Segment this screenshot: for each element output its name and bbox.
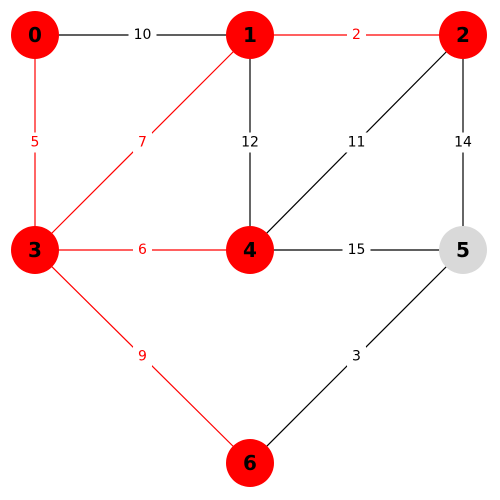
node-circle bbox=[11, 11, 59, 59]
node-circle bbox=[439, 11, 487, 59]
node-circle bbox=[439, 226, 487, 274]
edge-weight-label: 2 bbox=[352, 27, 361, 43]
edge-weight-background bbox=[133, 346, 152, 367]
node-circle bbox=[226, 11, 274, 59]
node-label: 1 bbox=[243, 23, 257, 47]
edge-weight-background bbox=[342, 132, 371, 153]
edge-1-4: 12 bbox=[236, 35, 264, 250]
edge-4-5: 15 bbox=[250, 240, 463, 260]
node-6: 6 bbox=[226, 439, 274, 487]
edge-weight-label: 14 bbox=[454, 135, 472, 151]
edge-weight-background bbox=[236, 132, 264, 153]
edge-weight-label: 5 bbox=[31, 135, 40, 151]
node-circle bbox=[226, 226, 274, 274]
edge-2-4: 11 bbox=[249, 34, 464, 251]
edge-weight-label: 15 bbox=[348, 242, 366, 258]
edge-weight-background bbox=[449, 132, 477, 153]
edge-weight-label: 6 bbox=[138, 242, 147, 258]
node-circle bbox=[11, 226, 59, 274]
edge-weight-background bbox=[133, 240, 152, 260]
node-3: 3 bbox=[11, 226, 59, 274]
node-label: 5 bbox=[456, 238, 470, 262]
edge-weight-background bbox=[25, 132, 45, 153]
edge-2-5: 14 bbox=[449, 35, 477, 250]
edge-3-4: 6 bbox=[35, 240, 250, 260]
edge-0-3: 5 bbox=[25, 35, 45, 250]
edge-1-3: 7 bbox=[34, 34, 251, 251]
edge-weight-label: 12 bbox=[241, 135, 259, 151]
edge-weight-background bbox=[347, 346, 366, 367]
edge-weight-label: 3 bbox=[352, 349, 361, 365]
node-label: 4 bbox=[243, 238, 257, 262]
edge-weight-background bbox=[342, 240, 371, 260]
node-circle bbox=[226, 439, 274, 487]
edge-weight-background bbox=[133, 132, 152, 153]
edge-5-6: 3 bbox=[249, 249, 464, 464]
node-label: 3 bbox=[28, 238, 42, 262]
node-1: 1 bbox=[226, 11, 274, 59]
edge-weight-background bbox=[128, 25, 157, 45]
node-0: 0 bbox=[11, 11, 59, 59]
edge-3-6: 9 bbox=[34, 249, 251, 464]
node-2: 2 bbox=[439, 11, 487, 59]
node-label: 0 bbox=[28, 23, 42, 47]
edge-0-1: 10 bbox=[35, 25, 250, 45]
node-5: 5 bbox=[439, 226, 487, 274]
edge-1-2: 2 bbox=[250, 25, 463, 45]
edge-weight-label: 10 bbox=[134, 27, 152, 43]
edge-weight-label: 9 bbox=[138, 349, 147, 365]
edge-weight-label: 11 bbox=[348, 135, 366, 151]
edge-weight-background bbox=[347, 25, 366, 45]
node-label: 6 bbox=[243, 451, 257, 475]
node-4: 4 bbox=[226, 226, 274, 274]
node-label: 2 bbox=[456, 23, 470, 47]
edge-weight-label: 7 bbox=[138, 135, 147, 151]
